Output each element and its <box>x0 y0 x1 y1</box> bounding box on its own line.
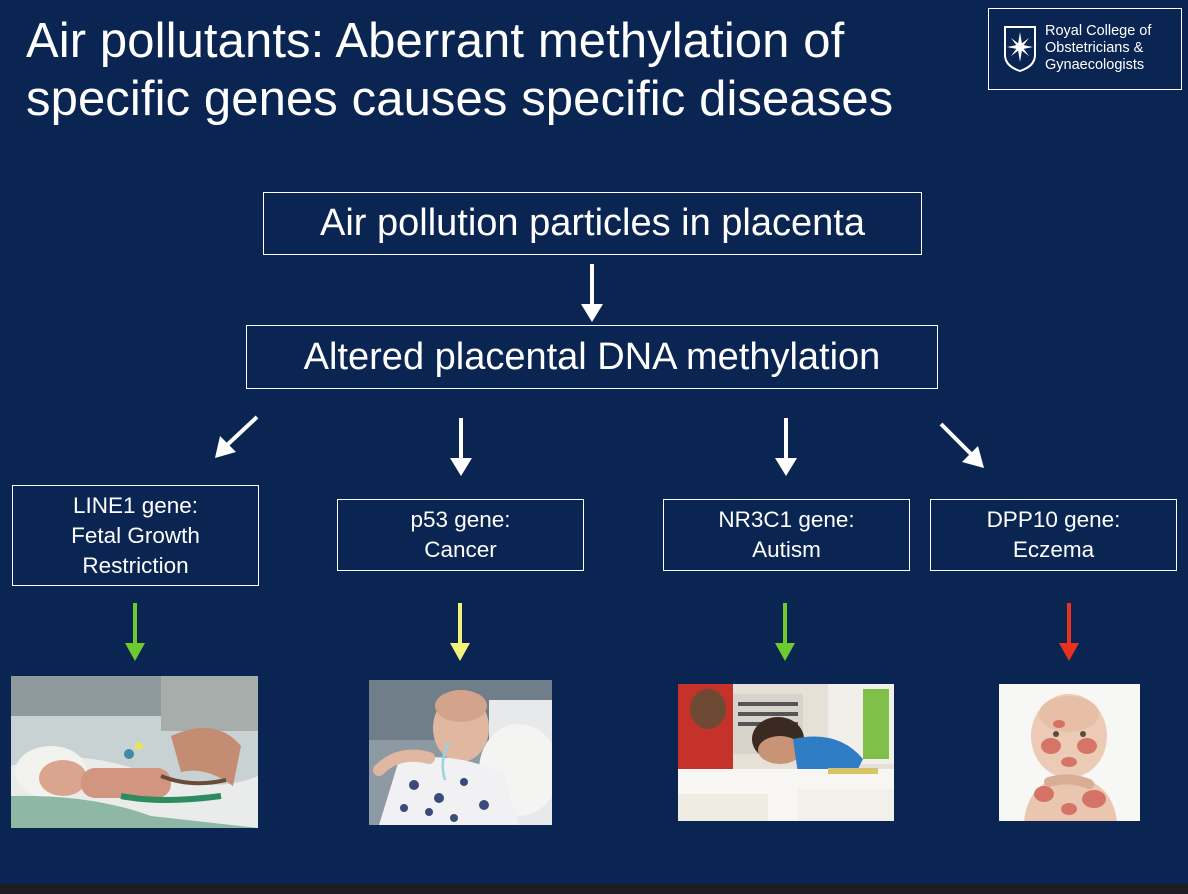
gene-box-line: Fetal Growth <box>71 522 200 548</box>
arrow-down-icon <box>450 418 472 476</box>
gene-box-dpp10: DPP10 gene: Eczema <box>930 499 1177 571</box>
gene-box-nr3c1: NR3C1 gene: Autism <box>663 499 910 571</box>
gene-box-line: Autism <box>752 537 821 562</box>
arrow-down-yellow-icon <box>450 603 470 661</box>
logo-text-line1: Royal College of <box>1045 23 1152 39</box>
rcog-logo-text: Royal College of Obstetricians & Gynaeco… <box>1045 23 1181 74</box>
arrow-down-left-icon <box>215 415 259 458</box>
arrow-down-red-icon <box>1059 603 1079 661</box>
premature-infant-photo <box>11 676 258 828</box>
methylation-box: Altered placental DNA methylation <box>246 325 938 389</box>
gene-box-line: Cancer <box>424 537 497 562</box>
arrow-down-green-icon <box>775 603 795 661</box>
arrow-down-green-icon <box>125 603 145 661</box>
gene-box-line: Eczema <box>1012 537 1095 562</box>
slide-title: Air pollutants: Aberrant methylation of … <box>26 12 986 128</box>
gene-box-line1: LINE1 gene: Fetal Growth Restriction <box>12 485 259 586</box>
logo-text-line2: Obstetricians & <box>1045 40 1144 56</box>
slide-title-line2: specific genes causes specific diseases <box>26 72 894 126</box>
gene-box-line: Restriction <box>82 552 189 578</box>
rcog-logo: Royal College of Obstetricians & Gynaeco… <box>988 8 1182 90</box>
gene-box-line: NR3C1 gene: <box>718 507 855 532</box>
bottom-strip <box>0 884 1188 894</box>
air-pollution-box-label: Air pollution particles in placenta <box>320 202 865 244</box>
slide-title-line1: Air pollutants: Aberrant methylation of <box>26 14 845 68</box>
gene-box-p53: p53 gene: Cancer <box>337 499 584 571</box>
arrow-down-icon <box>775 418 797 476</box>
methylation-box-label: Altered placental DNA methylation <box>303 335 881 378</box>
arrow-down-icon <box>581 264 603 322</box>
arrow-down-right-icon <box>939 422 984 468</box>
air-pollution-box: Air pollution particles in placenta <box>263 192 922 255</box>
baby-eczema-photo <box>999 684 1140 821</box>
gene-box-line: p53 gene: <box>410 507 511 532</box>
logo-text-line3: Gynaecologists <box>1045 57 1145 73</box>
gene-box-line: DPP10 gene: <box>986 507 1121 532</box>
child-cancer-photo <box>369 680 552 825</box>
gene-box-line: LINE1 gene: <box>72 492 199 518</box>
classroom-children-photo <box>678 684 894 821</box>
rcog-star-shield-icon <box>1004 26 1036 72</box>
